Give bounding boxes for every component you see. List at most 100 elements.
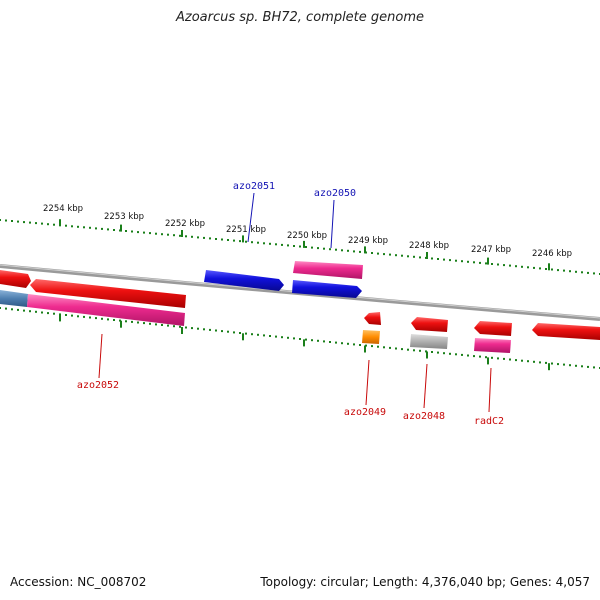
- scale-tick: [545, 361, 547, 364]
- scale-tick: [263, 242, 265, 245]
- gene-arrow[interactable]: [292, 280, 362, 298]
- scale-tick: [5, 307, 7, 310]
- scale-tick: [113, 229, 115, 231]
- gene-label-azo2050[interactable]: azo2050: [314, 188, 356, 199]
- scale-tick: [269, 335, 271, 337]
- gene-arrow[interactable]: [474, 321, 512, 336]
- scale-tick: [155, 232, 157, 235]
- scale-tick: [539, 267, 541, 270]
- scale-tick: [503, 264, 505, 267]
- gene-arrow[interactable]: [362, 330, 380, 344]
- scale-tick: [269, 242, 271, 245]
- scale-tick: [347, 342, 349, 345]
- scale-tick: [239, 240, 241, 243]
- scale-tick-major: [426, 252, 428, 259]
- scale-tick: [173, 234, 175, 237]
- gene-arrow[interactable]: [0, 270, 31, 288]
- scale-tick: [389, 253, 391, 256]
- scale-tick-major: [120, 320, 122, 328]
- gene-arrow[interactable]: [411, 317, 448, 332]
- scale-tick: [461, 260, 463, 263]
- gene-label-azo2052[interactable]: azo2052: [77, 380, 119, 391]
- scale-tick-major: [181, 230, 183, 237]
- scale-tick: [305, 338, 307, 341]
- scale-tick: [323, 340, 325, 343]
- scale-tick-major: [548, 363, 550, 371]
- scale-tick: [299, 245, 301, 248]
- gene-label-radc2[interactable]: radC2: [474, 416, 504, 427]
- gene-label-azo2049[interactable]: azo2049: [344, 407, 386, 418]
- scale-tick: [461, 353, 463, 356]
- gene-arrow[interactable]: [27, 294, 185, 326]
- scale-tick: [23, 309, 25, 312]
- scale-tick: [287, 244, 289, 247]
- scale-tick: [503, 357, 505, 360]
- scale-tick-major: [426, 351, 428, 359]
- scale-tick: [89, 226, 91, 229]
- scale-tick: [113, 319, 115, 321]
- gene-arrow[interactable]: [30, 279, 186, 308]
- scale-tick: [587, 365, 589, 368]
- scale-tick: [329, 248, 331, 251]
- scale-tick: [185, 235, 187, 238]
- scale-tick: [281, 243, 283, 246]
- scale-tick: [185, 326, 187, 329]
- scale-tick: [125, 230, 127, 232]
- scale-tick: [35, 222, 37, 225]
- scale-tick: [425, 350, 427, 353]
- scale-tick: [437, 258, 439, 260]
- scale-tick-major: [487, 257, 489, 265]
- scale-tick-major: [59, 314, 61, 322]
- gene-arrow[interactable]: [204, 270, 284, 291]
- gene-label-azo2048[interactable]: azo2048: [403, 411, 445, 422]
- scale-tick: [41, 311, 43, 314]
- scale-tick: [209, 328, 211, 331]
- scale-tick: [149, 232, 151, 235]
- scale-tick: [371, 345, 373, 348]
- scale-tick: [0, 307, 1, 309]
- scale-tick: [143, 322, 145, 325]
- scale-tick: [455, 353, 457, 356]
- gene-arrow[interactable]: [0, 290, 28, 307]
- scale-tick: [581, 271, 583, 274]
- scale-tick: [485, 262, 487, 265]
- scale-tick: [257, 241, 259, 244]
- scale-tick: [149, 322, 151, 325]
- gene-arrow[interactable]: [364, 312, 381, 325]
- scale-label: 2252 kbp: [165, 219, 205, 229]
- gene-arrow[interactable]: [532, 323, 600, 340]
- scale-tick-major: [364, 345, 366, 353]
- scale-tick: [131, 320, 133, 323]
- scale-tick: [359, 250, 361, 253]
- scale-tick: [449, 352, 451, 355]
- label-leaders: [98, 192, 492, 413]
- scale-tick: [47, 312, 49, 315]
- scale-tick: [341, 342, 343, 345]
- gene-arrow[interactable]: [474, 338, 511, 353]
- scale-tick: [401, 348, 403, 351]
- scale-tick: [293, 245, 295, 247]
- scale-tick: [77, 225, 79, 228]
- scale-tick: [437, 351, 439, 354]
- scale-tick: [167, 324, 169, 327]
- scale-tick: [455, 259, 457, 262]
- scale-tick: [23, 221, 25, 224]
- scale-tick: [101, 227, 103, 230]
- gene-arrow[interactable]: [293, 261, 363, 279]
- scale-label: 2250 kbp: [287, 231, 327, 241]
- scale-tick: [197, 327, 199, 330]
- gene-arrow[interactable]: [410, 334, 448, 349]
- genome-summary-text: Topology: circular; Length: 4,376,040 bp…: [260, 575, 590, 589]
- scale-tick: [173, 325, 175, 328]
- scale-tick: [575, 364, 577, 367]
- scale-tick: [11, 220, 13, 222]
- scale-tick: [101, 317, 103, 320]
- gene-label-azo2051[interactable]: azo2051: [233, 181, 275, 192]
- scale-tick: [95, 227, 97, 230]
- scale-tick: [443, 258, 445, 261]
- map-title: Azoarcus sp. BH72, complete genome: [175, 10, 425, 25]
- scale-tick: [371, 252, 373, 254]
- scale-tick: [551, 268, 553, 271]
- scale-label: 2251 kbp: [226, 225, 266, 235]
